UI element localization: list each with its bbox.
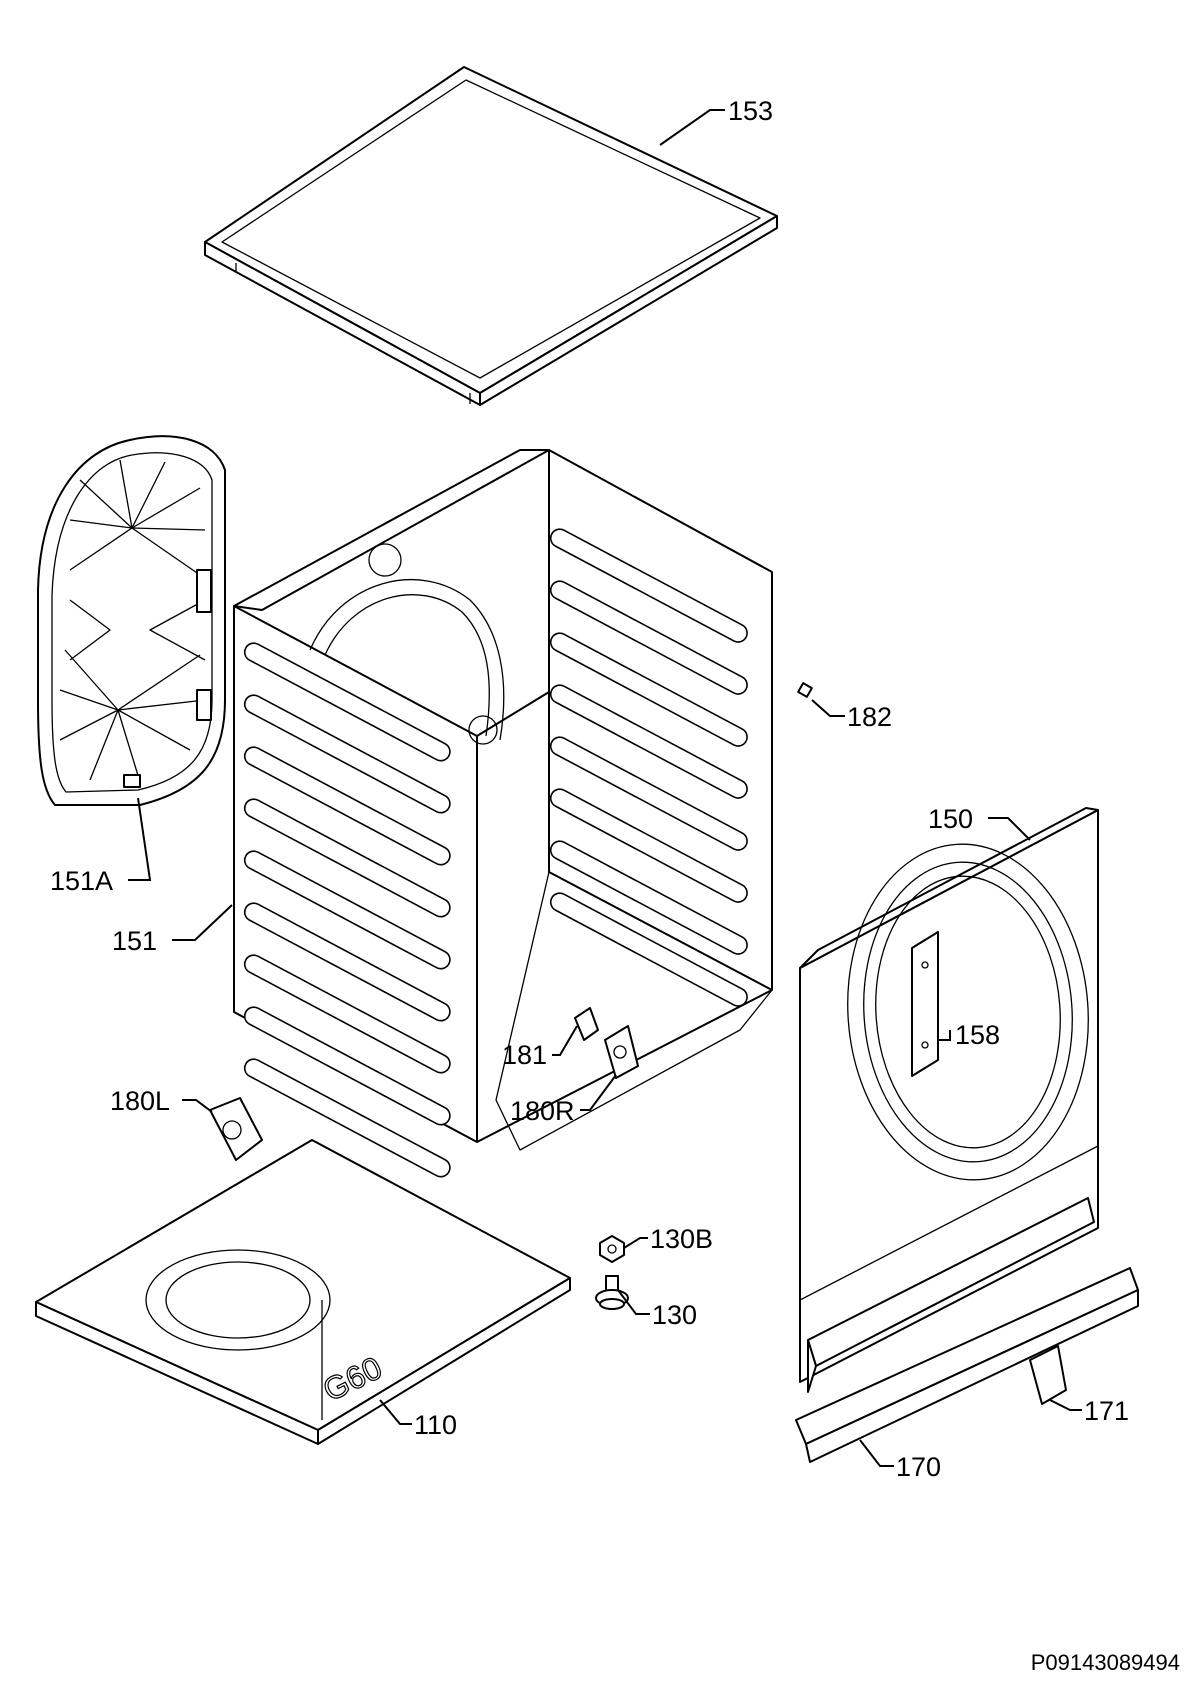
part-158-bracket <box>911 931 939 1077</box>
callout-180l: 180L <box>110 1086 213 1116</box>
callout-171: 171 <box>1049 1396 1129 1426</box>
callout-110: 110 <box>379 1399 457 1440</box>
svg-text:151: 151 <box>112 926 157 956</box>
part-153-top-lid <box>204 66 778 406</box>
part-151-cabinet <box>233 449 773 1178</box>
part-170-kickplate <box>795 1197 1139 1463</box>
part-130b-nut <box>599 1235 625 1263</box>
callout-130b: 130B <box>623 1224 713 1254</box>
svg-text:171: 171 <box>1084 1396 1129 1426</box>
callout-151a: 151A <box>50 797 152 896</box>
svg-text:170: 170 <box>896 1452 941 1482</box>
callout-182: 182 <box>811 699 892 732</box>
part-171-flap <box>1029 1345 1067 1405</box>
part-181-bracket <box>574 1007 599 1041</box>
callout-181: 181 <box>502 1025 578 1070</box>
svg-text:182: 182 <box>847 702 892 732</box>
callout-180r: 180R <box>510 1074 617 1126</box>
svg-text:151A: 151A <box>50 866 113 896</box>
svg-text:130B: 130B <box>650 1224 713 1254</box>
part-151a-rear-panel <box>37 435 226 806</box>
part-182-clip <box>797 682 813 698</box>
right-panel-ribs <box>549 528 748 1007</box>
callout-151: 151 <box>112 904 233 956</box>
svg-text:130: 130 <box>652 1300 697 1330</box>
svg-text:110: 110 <box>414 1410 457 1440</box>
svg-text:158: 158 <box>955 1020 1000 1050</box>
part-180l-bracket <box>209 1097 263 1161</box>
callout-153: 153 <box>659 96 773 146</box>
callout-150: 150 <box>928 804 1031 841</box>
svg-text:181: 181 <box>502 1040 547 1070</box>
svg-text:153: 153 <box>728 96 773 126</box>
svg-text:180L: 180L <box>110 1086 170 1116</box>
part-130-foot <box>595 1275 629 1310</box>
part-110-base: G60 <box>35 1139 571 1445</box>
svg-text:180R: 180R <box>510 1096 575 1126</box>
callout-170: 170 <box>859 1439 941 1482</box>
callout-158: 158 <box>938 1020 1000 1050</box>
svg-text:150: 150 <box>928 804 973 834</box>
callout-130: 130 <box>617 1289 697 1330</box>
part-180r-bracket <box>604 1025 639 1079</box>
document-id: P09143089494 <box>1030 1650 1180 1675</box>
left-panel-ribs <box>243 642 451 1178</box>
